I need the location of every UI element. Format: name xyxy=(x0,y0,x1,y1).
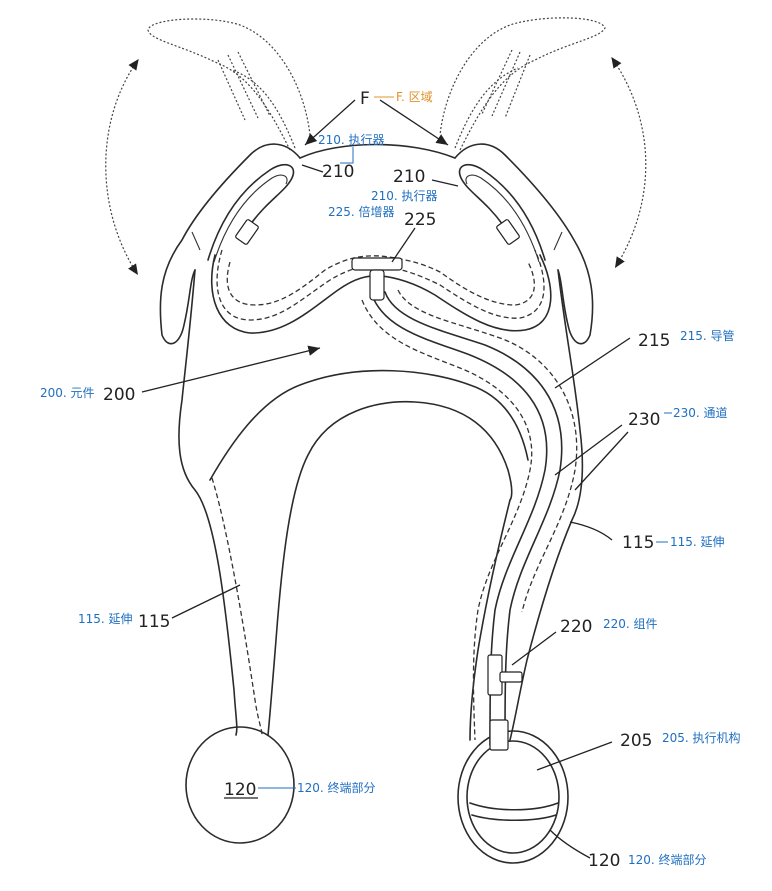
ref-115-left: 115 xyxy=(138,612,170,632)
caption-210-b: 210. 执行器 xyxy=(371,189,438,203)
caption-120-right: 120. 终端部分 xyxy=(628,852,707,867)
caption-115-right: 115. 延伸 xyxy=(670,535,725,549)
phantom-flaps xyxy=(147,17,606,151)
ref-200: 200 xyxy=(103,385,135,405)
caption-connectors xyxy=(258,96,672,789)
caption-200: 200. 元件 xyxy=(40,386,95,400)
ref-115-right: 115 xyxy=(622,533,654,553)
element-body xyxy=(159,143,594,741)
right-terminal xyxy=(457,730,569,864)
ref-230: 230 xyxy=(628,410,660,430)
caption-220: 220. 组件 xyxy=(603,617,658,631)
ref-220: 220 xyxy=(560,617,592,637)
reference-numbers: F 210 210 225 200 215 230 115 115 220 20… xyxy=(103,89,670,871)
ref-210-right: 210 xyxy=(393,167,425,187)
ref-f: F xyxy=(360,89,370,109)
caption-210-a: 210. 执行器 xyxy=(318,133,385,147)
ref-210-left: 210 xyxy=(322,162,354,182)
ref-225: 225 xyxy=(404,210,436,230)
left-terminal xyxy=(185,726,295,844)
caption-120-left: 120. 终端部分 xyxy=(297,780,376,795)
ref-215: 215 xyxy=(638,331,670,351)
caption-225: 225. 倍增器 xyxy=(328,204,395,219)
caption-215: 215. 导管 xyxy=(680,328,735,343)
caption-205: 205. 执行机构 xyxy=(662,730,741,745)
channel-paths xyxy=(211,249,578,746)
ref-205: 205 xyxy=(620,731,652,751)
leader-lines xyxy=(141,99,631,859)
ref-120-left: 120 xyxy=(224,780,256,800)
actuator-loops xyxy=(207,163,546,263)
caption-f: F. 区域 xyxy=(396,90,433,104)
components xyxy=(191,219,563,751)
captions: F. 区域 210. 执行器 210. 执行器 225. 倍增器 200. 元件… xyxy=(40,90,741,867)
motion-arcs xyxy=(105,57,647,276)
caption-230: 230. 通道 xyxy=(673,406,728,420)
ref-120-right: 120 xyxy=(588,851,620,871)
caption-115-left: 115. 延伸 xyxy=(78,612,133,626)
